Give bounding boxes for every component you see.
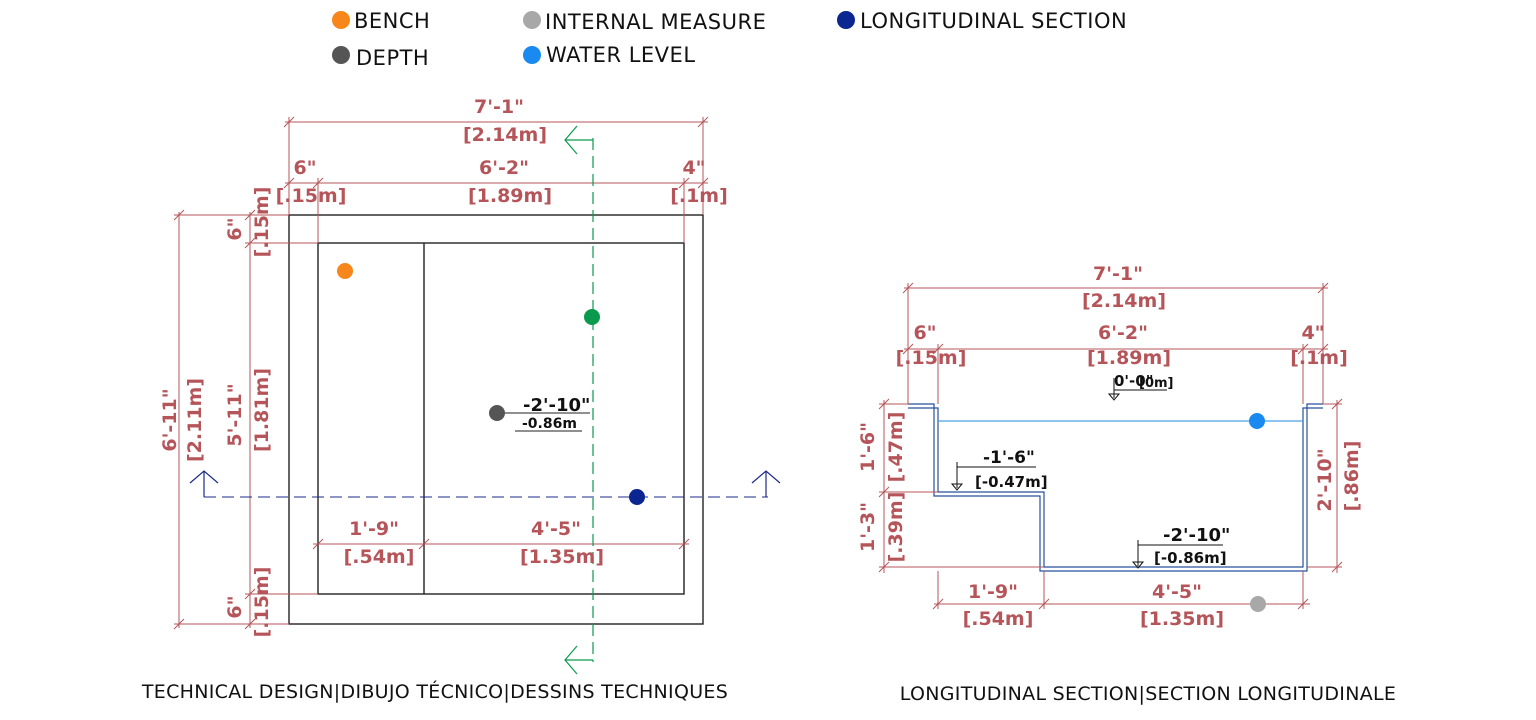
section-overall-width-metric: [2.14m] <box>1082 290 1166 312</box>
plan-bench-width-metric: [.54m] <box>344 546 415 568</box>
section-step-height-metric: [.39m] <box>885 492 907 563</box>
plan-dimension-lines <box>173 116 709 630</box>
plan-top-wall-metric: [.15m] <box>251 187 273 258</box>
section-bench-height-imperial: 1'-6" <box>857 422 879 472</box>
bench-marker <box>337 263 353 279</box>
plan-deep-width-metric: [1.35m] <box>520 546 604 568</box>
section-step-height-imperial: 1'-3" <box>857 502 879 552</box>
section-right-wall-metric: [.1m] <box>1290 347 1348 369</box>
bench-legend-label: BENCH <box>354 9 430 33</box>
longitudinal-section-marker <box>629 489 645 505</box>
bench-legend-dot <box>332 11 350 29</box>
section-deep-level-imperial: -2'-10" <box>1163 525 1230 546</box>
longitudinal-section-legend-label: LONGITUDINAL SECTION <box>860 9 1127 33</box>
section-arrow-left-icon <box>189 470 219 497</box>
plan-bottom-wall-imperial: 6" <box>224 595 246 618</box>
section-bench-level-metric: [-0.47m] <box>975 473 1048 491</box>
plan-overall-width-metric: [2.14m] <box>463 124 547 146</box>
section-total-depth-metric: [.86m] <box>1341 441 1363 512</box>
plan-section-lines <box>189 125 781 675</box>
internal-measure-legend-label: INTERNAL MEASURE <box>545 10 766 34</box>
plan-view: -2'-10" -0.86m 7'-1" [2.14m] 6" [.15m] 6… <box>141 96 781 703</box>
section-deep-width-imperial: 4'-5" <box>1152 581 1202 603</box>
plan-inner-basin <box>317 242 685 595</box>
plan-left-wall-imperial: 6" <box>293 157 316 179</box>
plan-bottom-wall-metric: [.15m] <box>251 567 273 638</box>
depth-legend-label: DEPTH <box>356 46 429 70</box>
plan-depth-metric: -0.86m <box>522 416 577 432</box>
plan-overall-height-metric: [2.11m] <box>184 378 206 462</box>
section-arrow-top-icon <box>564 125 593 155</box>
plan-caption: TECHNICAL DESIGN|DIBUJO TÉCNICO|DESSINS … <box>141 680 728 703</box>
legend: BENCH DEPTH INTERNAL MEASURE WATER LEVEL… <box>332 9 1127 70</box>
section-pool-inner-profile <box>908 407 1323 568</box>
longitudinal-section-legend-dot <box>837 11 855 29</box>
depth-legend-dot <box>332 46 350 64</box>
internal-measure-legend-dot <box>523 11 541 29</box>
section-right-wall-imperial: 4" <box>1301 322 1324 344</box>
section-arrow-bottom-icon <box>564 645 593 675</box>
section-overall-width-imperial: 7'-1" <box>1093 263 1143 285</box>
plan-overall-height-imperial: 6'-11" <box>159 388 181 451</box>
plan-inner-height-metric: [1.81m] <box>251 368 273 452</box>
plan-overall-width-imperial: 7'-1" <box>474 96 524 118</box>
section-level-markers <box>950 378 1223 569</box>
plan-right-wall-metric: [.1m] <box>670 185 728 207</box>
section-top-level-imperial: 0'-0" <box>1114 372 1154 390</box>
depth-marker <box>489 405 505 421</box>
section-left-wall-imperial: 6" <box>913 322 936 344</box>
section-view: 0'-0" [0m] -1'-6" [-0.47m] -2'-10" [-0.8… <box>857 263 1396 705</box>
plan-inner-width-imperial: 6'-2" <box>479 157 529 179</box>
section-left-wall-metric: [.15m] <box>896 347 967 369</box>
plan-depth-imperial: -2'-10" <box>523 395 590 416</box>
water-level-legend-label: WATER LEVEL <box>546 43 696 67</box>
section-caption: LONGITUDINAL SECTION|SECTION LONGITUDINA… <box>900 683 1396 705</box>
section-inner-width-imperial: 6'-2" <box>1098 322 1148 344</box>
section-deep-width-metric: [1.35m] <box>1140 608 1224 630</box>
section-bench-width-imperial: 1'-9" <box>968 581 1018 603</box>
section-top-level-metric: [0m] <box>1139 376 1173 391</box>
plan-bench-width-imperial: 1'-9" <box>349 518 399 540</box>
section-dimension-lines <box>878 282 1343 610</box>
section-pool-outer-profile <box>908 403 1323 572</box>
section-bench-height-metric: [.47m] <box>885 412 907 483</box>
section-bench-level-imperial: -1'-6" <box>983 448 1035 468</box>
section-deep-level-metric: [-0.86m] <box>1154 549 1227 567</box>
internal-measure-marker <box>1250 596 1266 612</box>
plan-left-wall-metric: [.15m] <box>276 185 347 207</box>
section-inner-width-metric: [1.89m] <box>1087 347 1171 369</box>
water-level-legend-dot <box>523 46 541 64</box>
section-total-depth-imperial: 2'-10" <box>1314 448 1336 511</box>
plan-right-wall-imperial: 4" <box>682 157 705 179</box>
section-arrow-right-icon <box>751 470 781 497</box>
section-marker <box>584 309 600 325</box>
plan-top-wall-imperial: 6" <box>224 217 246 240</box>
plan-outer-wall <box>288 214 704 625</box>
plan-inner-height-imperial: 5'-11" <box>224 383 246 446</box>
plan-deep-width-imperial: 4'-5" <box>531 518 581 540</box>
section-bench-width-metric: [.54m] <box>963 608 1034 630</box>
water-level-marker <box>1249 413 1265 429</box>
plan-inner-width-metric: [1.89m] <box>468 185 552 207</box>
